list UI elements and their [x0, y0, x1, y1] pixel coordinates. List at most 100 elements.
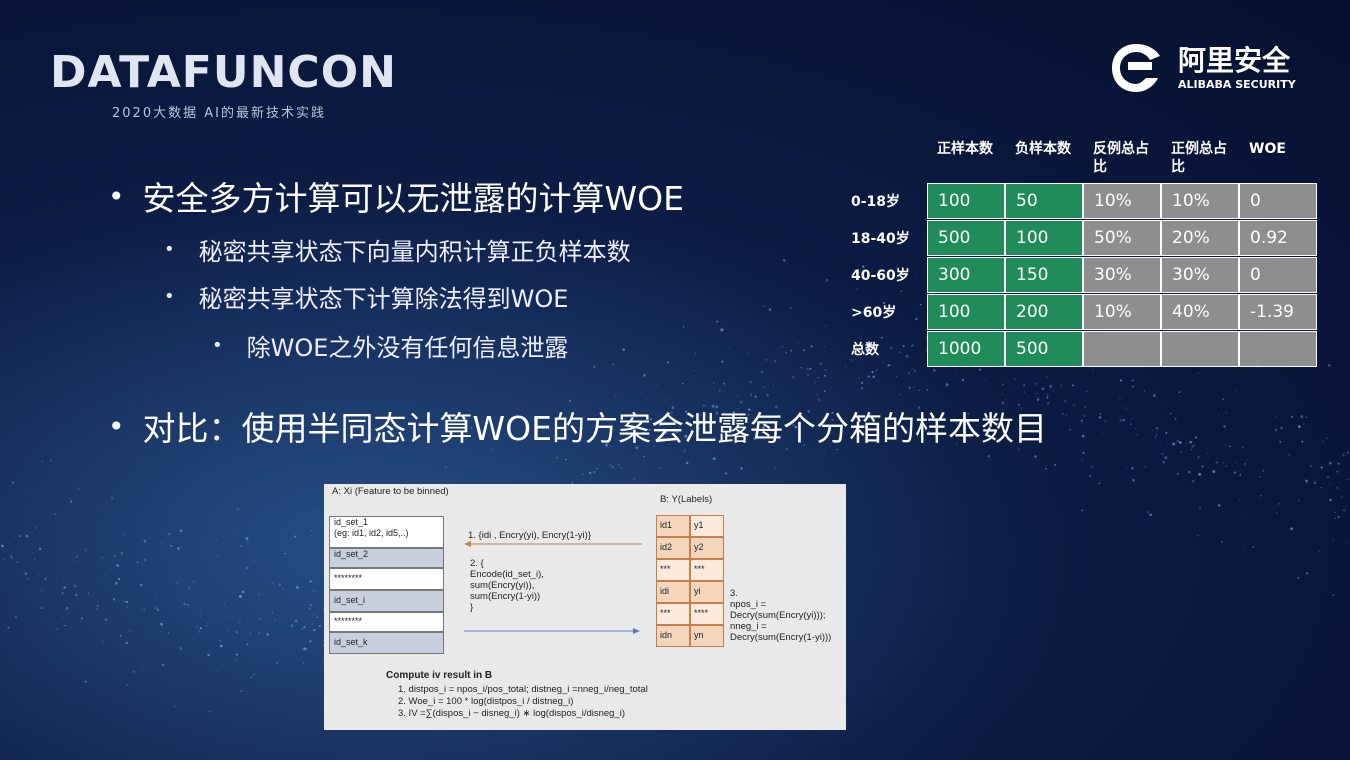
particle-dot — [1190, 448, 1193, 451]
particle-dot — [894, 370, 896, 372]
particle-dot — [181, 592, 183, 594]
particle-dot — [144, 558, 147, 562]
table-cell: 20% — [1161, 219, 1239, 256]
particle-dot — [1197, 455, 1200, 459]
particle-dot — [1212, 470, 1216, 474]
particle-dot — [773, 466, 777, 469]
particle-dot — [62, 565, 65, 568]
particle-dot — [1152, 429, 1154, 431]
particle-dot — [1131, 407, 1133, 409]
particle-dot — [1189, 440, 1192, 444]
particle-dot — [1129, 423, 1132, 425]
particle-dot — [194, 578, 196, 580]
particle-dot — [295, 622, 297, 623]
particle-dot — [1332, 594, 1335, 597]
particle-dot — [895, 375, 897, 377]
particle-dot — [1272, 433, 1274, 434]
table-cell: 300 — [927, 256, 1005, 293]
particle-dot — [1313, 481, 1317, 485]
particle-dot — [198, 631, 200, 633]
particle-dot — [318, 510, 321, 513]
particle-dot — [609, 464, 611, 467]
particle-dot — [27, 577, 30, 581]
particle-dot — [259, 618, 262, 621]
particle-dot — [167, 624, 169, 626]
particle-dot — [117, 525, 119, 527]
particle-dot — [1083, 414, 1086, 418]
particle-dot — [16, 561, 19, 563]
particle-dot — [1160, 442, 1162, 444]
particle-dot — [694, 352, 697, 354]
label-id-cell: *** — [656, 559, 690, 581]
particle-dot — [250, 676, 253, 678]
table-cell: 1000 — [927, 330, 1005, 367]
message-line: } — [470, 602, 474, 613]
particle-dot — [1260, 494, 1262, 497]
table-row: >60岁 100 200 10% 40% -1.39 — [851, 293, 1317, 330]
label-y-cell: yn — [690, 625, 724, 647]
header-cell: WOE — [1249, 141, 1286, 157]
particle-dot — [817, 376, 820, 379]
particle-dot — [8, 626, 11, 628]
arrow-left-icon — [464, 541, 642, 547]
particle-dot — [1217, 504, 1221, 507]
particle-dot — [64, 624, 66, 627]
table-cell: 100 — [927, 182, 1005, 219]
label-id-cell: *** — [656, 603, 690, 625]
table-row: 0-18岁 100 50 10% 10% 0 — [851, 182, 1317, 219]
particle-dot — [286, 621, 288, 623]
particle-dot — [102, 556, 104, 559]
particle-dot — [1329, 463, 1331, 465]
particle-dot — [125, 630, 127, 632]
particle-dot — [763, 386, 765, 388]
particle-dot — [642, 365, 644, 367]
particle-dot — [246, 515, 248, 517]
particle-dot — [1091, 416, 1093, 419]
particle-dot — [271, 612, 274, 614]
particle-dot — [1236, 462, 1238, 464]
particle-dot — [238, 621, 240, 623]
message-line: 2. { — [470, 558, 484, 569]
particle-dot — [1243, 462, 1247, 466]
particle-dot — [1223, 425, 1226, 428]
particle-dot — [34, 527, 37, 529]
particle-dot — [980, 369, 983, 372]
particle-dot — [577, 475, 579, 477]
particle-dot — [102, 639, 104, 641]
particle-dot — [1201, 465, 1204, 468]
particle-dot — [62, 588, 64, 590]
particle-dot — [239, 596, 241, 598]
particle-dot — [871, 370, 874, 374]
particle-dot — [1337, 462, 1340, 465]
particle-dot — [1047, 394, 1049, 396]
particle-dot — [1012, 386, 1014, 388]
particle-dot — [1197, 535, 1199, 537]
particle-dot — [199, 615, 201, 617]
particle-dot — [712, 457, 716, 461]
particle-dot — [1239, 474, 1242, 476]
particle-dot — [282, 587, 284, 590]
particle-dot — [173, 705, 176, 708]
particle-dot — [1276, 504, 1278, 505]
particle-dot — [241, 590, 245, 594]
particle-dot — [32, 552, 34, 554]
particle-dot — [119, 634, 122, 637]
particle-dot — [278, 583, 281, 586]
table-row: 40-60岁 300 150 30% 30% 0 — [851, 256, 1317, 293]
particle-dot — [1288, 453, 1291, 456]
particle-dot — [203, 632, 205, 634]
bullet-subsub-1: •除WOE之外没有任何信息泄露 — [212, 328, 684, 363]
particle-dot — [303, 626, 306, 629]
particle-dot — [512, 468, 514, 470]
particle-dot — [110, 496, 114, 500]
particle-dot — [301, 628, 303, 630]
particle-dot — [785, 352, 787, 354]
particle-dot — [718, 389, 721, 392]
particle-dot — [1169, 412, 1172, 415]
particle-dot — [1228, 445, 1231, 448]
particle-dot — [1081, 420, 1083, 421]
particle-dot — [845, 310, 847, 312]
particle-dot — [252, 560, 254, 562]
particle-dot — [52, 512, 54, 514]
particle-dot — [810, 345, 813, 348]
